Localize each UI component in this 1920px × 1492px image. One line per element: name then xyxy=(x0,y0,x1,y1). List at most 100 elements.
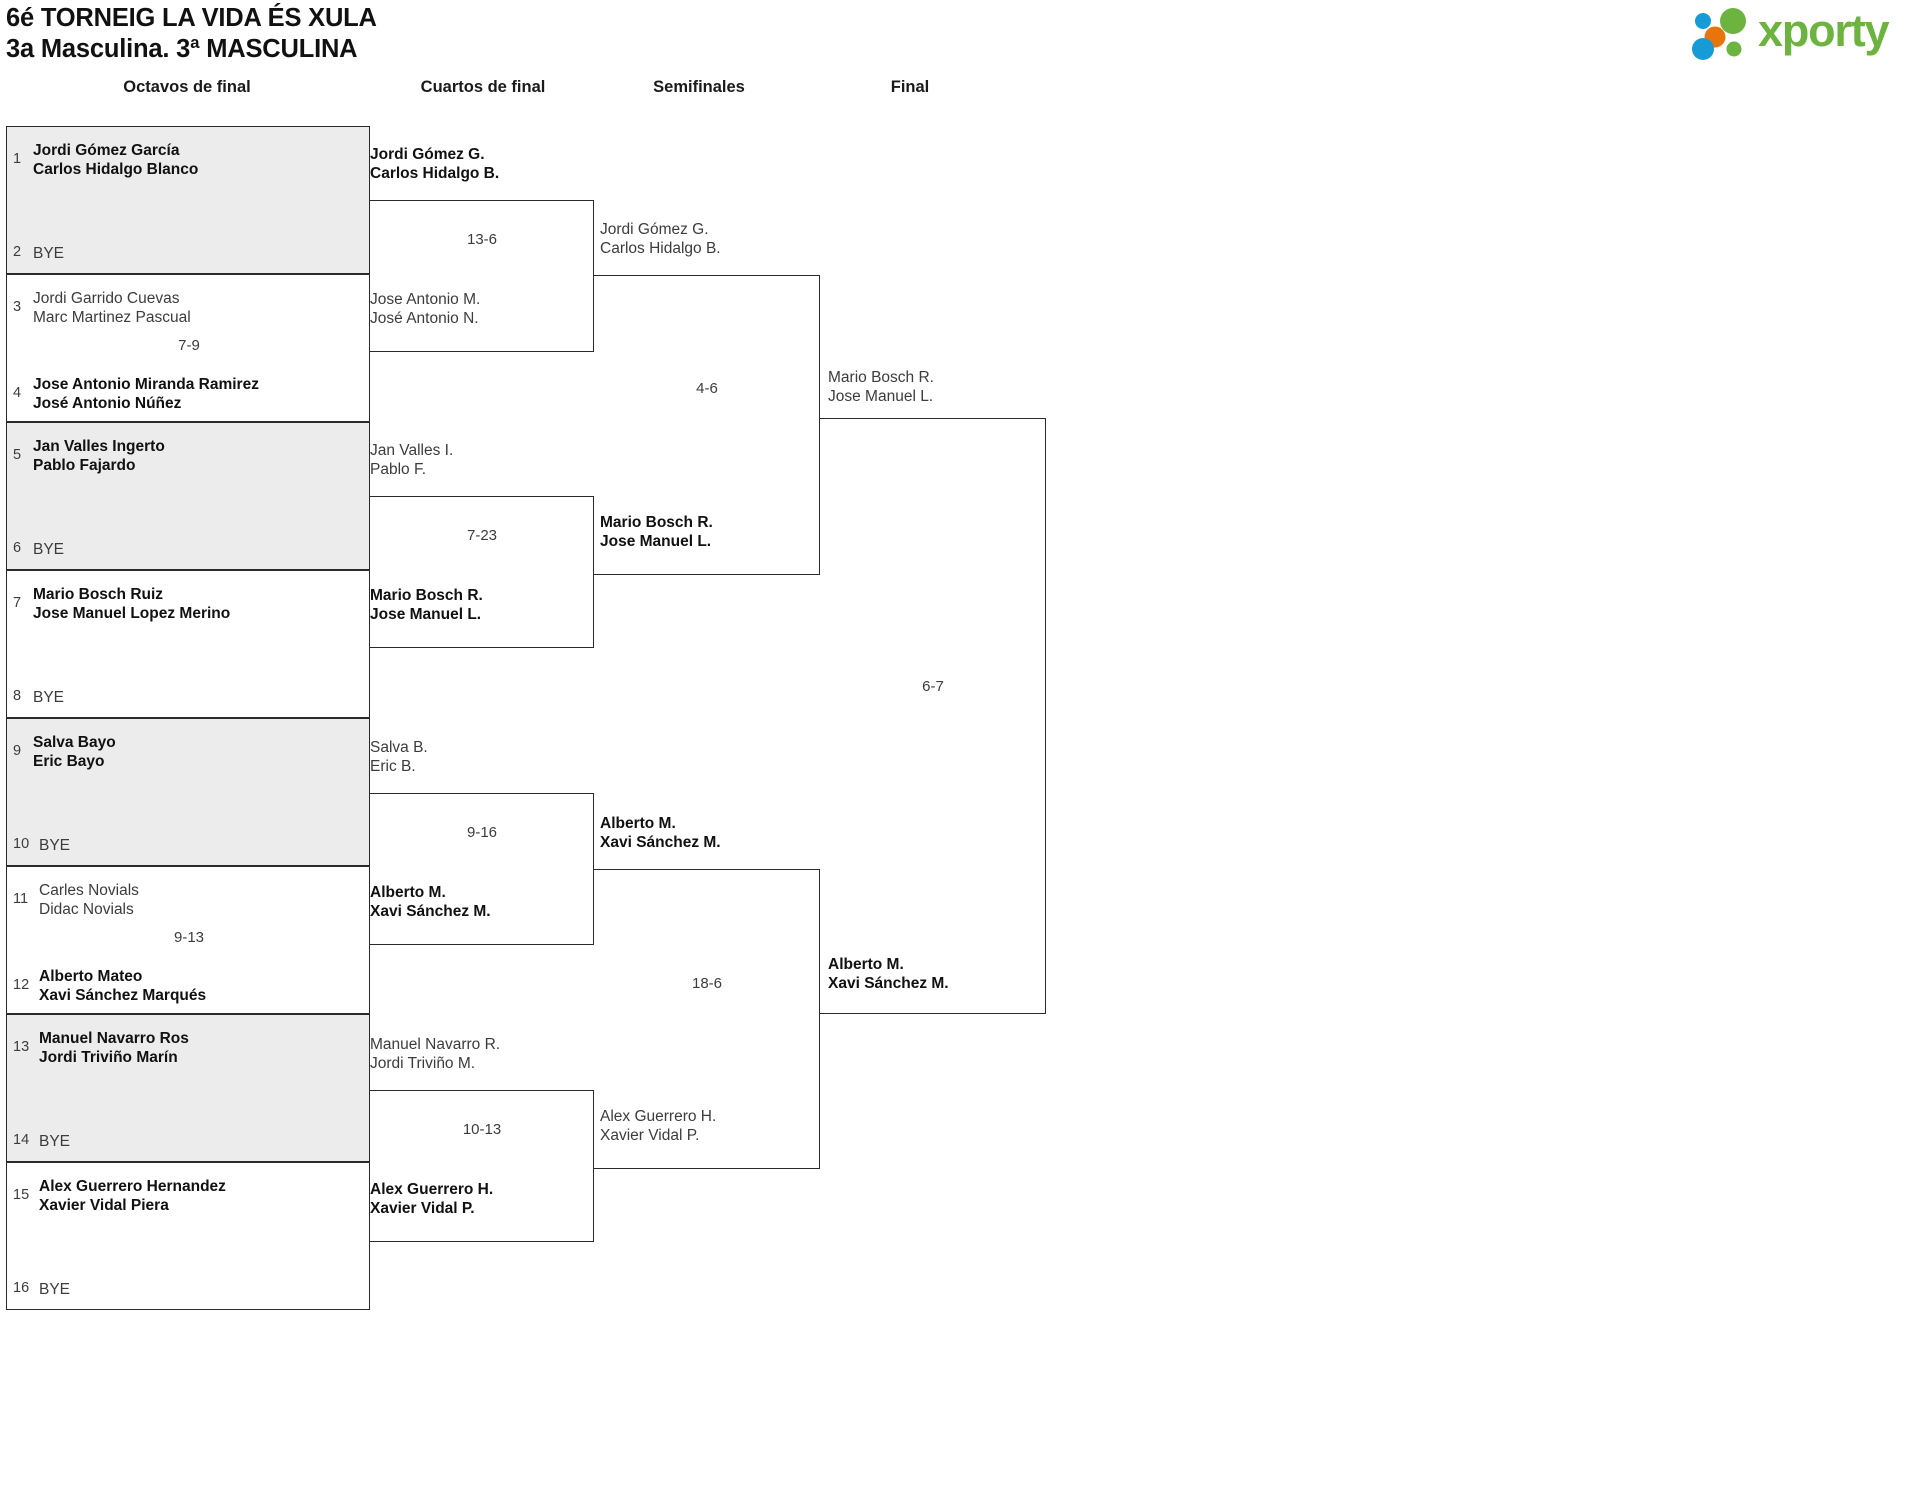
player-line-2: Carlos Hidalgo Blanco xyxy=(33,161,199,178)
qf-match-3-top-slot[interactable]: Salva B. Eric B. xyxy=(370,738,428,776)
qf-match-1-top-slot[interactable]: Jordi Gómez G. Carlos Hidalgo B. xyxy=(370,145,499,183)
qf-match-1-score: 13-6 xyxy=(466,231,498,248)
sf-match-1-connector xyxy=(594,275,820,575)
logo-wordmark: xporty xyxy=(1758,5,1890,56)
seed-number: 5 xyxy=(13,447,22,463)
player-line-1: Jose Antonio M. xyxy=(370,291,481,308)
player-line-1: Jan Valles I. xyxy=(370,442,454,459)
player-pair: Alberto Mateo Xavi Sánchez Marqués xyxy=(39,967,363,1005)
player-line-2: Didac Novials xyxy=(39,901,134,918)
qf-match-4-bottom-slot[interactable]: Alex Guerrero H. Xavier Vidal P. xyxy=(370,1180,493,1218)
sf-match-1-bottom-slot[interactable]: Mario Bosch R. Jose Manuel L. xyxy=(600,513,713,551)
seed-number: 13 xyxy=(13,1039,30,1055)
r1-match-5[interactable]: 9 Salva Bayo Eric Bayo 10 BYE xyxy=(6,718,370,866)
player-line-1: Carles Novials xyxy=(39,882,139,899)
sf-match-2-top-slot[interactable]: Alberto M. Xavi Sánchez M. xyxy=(600,814,721,852)
r1-match-4[interactable]: 7 Mario Bosch Ruiz Jose Manuel Lopez Mer… xyxy=(6,570,370,718)
logo-dots-icon xyxy=(1692,8,1746,60)
page-header: 6é TORNEIG LA VIDA ÉS XULA 3a Masculina.… xyxy=(0,0,1920,72)
seed-number: 8 xyxy=(13,688,22,704)
player-line-2: Jose Manuel L. xyxy=(828,388,934,405)
final-match-bottom-slot[interactable]: Alberto M. Xavi Sánchez M. xyxy=(828,955,949,993)
player-line-1: Alberto Mateo xyxy=(39,968,143,985)
player-pair: Jordi Garrido Cuevas Marc Martinez Pascu… xyxy=(33,289,363,327)
player-pair: Jose Antonio Miranda Ramirez José Antoni… xyxy=(33,375,363,413)
seed-number: 3 xyxy=(13,299,22,315)
player-line-1: Manuel Navarro Ros xyxy=(39,1030,189,1047)
final-match-top-slot[interactable]: Mario Bosch R. Jose Manuel L. xyxy=(828,368,934,406)
player-pair: Carles Novials Didac Novials xyxy=(39,881,363,919)
player-pair: Salva Bayo Eric Bayo xyxy=(33,733,363,771)
match-score: 9-13 xyxy=(173,929,205,946)
r1-match-8[interactable]: 15 Alex Guerrero Hernandez Xavier Vidal … xyxy=(6,1162,370,1310)
r1-match-2[interactable]: 3 Jordi Garrido Cuevas Marc Martinez Pas… xyxy=(6,274,370,422)
bye-label: BYE xyxy=(39,837,71,854)
bye-label: BYE xyxy=(33,689,65,706)
player-line-1: Jordi Gómez García xyxy=(33,142,180,159)
round-header-final: Final xyxy=(890,78,930,96)
player-pair: Jordi Gómez García Carlos Hidalgo Blanco xyxy=(33,141,363,179)
title-block: 6é TORNEIG LA VIDA ÉS XULA 3a Masculina.… xyxy=(6,3,377,65)
player-line-2: Jordi Triviño M. xyxy=(370,1055,476,1072)
r1-match-7[interactable]: 13 Manuel Navarro Ros Jordi Triviño Marí… xyxy=(6,1014,370,1162)
bye-label: BYE xyxy=(33,541,65,558)
r1-match-3[interactable]: 5 Jan Valles Ingerto Pablo Fajardo 6 BYE xyxy=(6,422,370,570)
bye-label: BYE xyxy=(33,245,65,262)
player-line-2: Eric B. xyxy=(370,758,416,775)
qf-match-2-bottom-slot[interactable]: Mario Bosch R. Jose Manuel L. xyxy=(370,586,483,624)
r1-match-6[interactable]: 11 Carles Novials Didac Novials 12 Alber… xyxy=(6,866,370,1014)
player-line-1: Jordi Garrido Cuevas xyxy=(33,290,180,307)
player-line-1: Salva B. xyxy=(370,739,428,756)
player-line-2: Pablo Fajardo xyxy=(33,457,136,474)
sf-match-2-score: 18-6 xyxy=(691,975,723,992)
sf-match-1-top-slot[interactable]: Jordi Gómez G. Carlos Hidalgo B. xyxy=(600,220,721,258)
player-line-1: Mario Bosch R. xyxy=(370,587,483,604)
qf-match-4-top-slot[interactable]: Manuel Navarro R. Jordi Triviño M. xyxy=(370,1035,500,1073)
qf-match-2-top-slot[interactable]: Jan Valles I. Pablo F. xyxy=(370,441,453,479)
seed-number: 16 xyxy=(13,1280,30,1296)
seed-number: 12 xyxy=(13,977,30,993)
player-line-2: Carlos Hidalgo B. xyxy=(370,165,500,182)
player-line-2: Marc Martinez Pascual xyxy=(33,309,191,326)
qf-match-2-connector xyxy=(370,496,594,648)
match-score: 7-9 xyxy=(178,337,200,354)
player-line-2: Jordi Triviño Marín xyxy=(39,1049,178,1066)
qf-match-1-bottom-slot[interactable]: Jose Antonio M. José Antonio N. xyxy=(370,290,480,328)
seed-number: 2 xyxy=(13,244,22,260)
player-pair: Mario Bosch Ruiz Jose Manuel Lopez Merin… xyxy=(33,585,363,623)
r1-match-1[interactable]: 1 Jordi Gómez García Carlos Hidalgo Blan… xyxy=(6,126,370,274)
final-match-connector xyxy=(820,418,1046,1014)
player-line-1: Mario Bosch R. xyxy=(600,514,713,531)
player-line-2: Xavier Vidal Piera xyxy=(39,1197,169,1214)
qf-match-3-score: 9-16 xyxy=(466,824,498,841)
player-line-1: Jordi Gómez G. xyxy=(370,146,485,163)
qf-match-2-score: 7-23 xyxy=(466,527,498,544)
player-line-2: Xavi Sánchez M. xyxy=(370,903,491,920)
player-line-2: Eric Bayo xyxy=(33,753,105,770)
player-line-2: Carlos Hidalgo B. xyxy=(600,240,721,257)
player-line-1: Alex Guerrero H. xyxy=(370,1181,494,1198)
player-line-2: José Antonio Núñez xyxy=(33,395,182,412)
xporty-logo[interactable]: xporty xyxy=(1654,4,1904,62)
sf-match-2-bottom-slot[interactable]: Alex Guerrero H. Xavier Vidal P. xyxy=(600,1107,716,1145)
qf-match-3-bottom-slot[interactable]: Alberto M. Xavi Sánchez M. xyxy=(370,883,491,921)
seed-number: 14 xyxy=(13,1132,30,1148)
sf-match-1-score: 4-6 xyxy=(696,380,718,397)
tournament-title: 6é TORNEIG LA VIDA ÉS XULA xyxy=(6,4,377,32)
player-line-2: José Antonio N. xyxy=(370,310,479,327)
player-line-1: Alberto M. xyxy=(600,815,676,832)
player-line-2: Pablo F. xyxy=(370,461,427,478)
player-line-1: Jordi Gómez G. xyxy=(600,221,709,238)
seed-number: 7 xyxy=(13,595,22,611)
qf-match-1-connector xyxy=(370,200,594,352)
seed-number: 15 xyxy=(13,1187,30,1203)
round-header-semifinales: Semifinales xyxy=(653,78,745,96)
player-line-1: Manuel Navarro R. xyxy=(370,1036,501,1053)
player-pair: Alex Guerrero Hernandez Xavier Vidal Pie… xyxy=(39,1177,363,1215)
player-line-2: Xavier Vidal P. xyxy=(370,1200,475,1217)
player-line-2: Jose Manuel L. xyxy=(600,533,712,550)
qf-match-3-connector xyxy=(370,793,594,945)
round-header-octavos: Octavos de final xyxy=(123,78,251,96)
qf-match-4-connector xyxy=(370,1090,594,1242)
